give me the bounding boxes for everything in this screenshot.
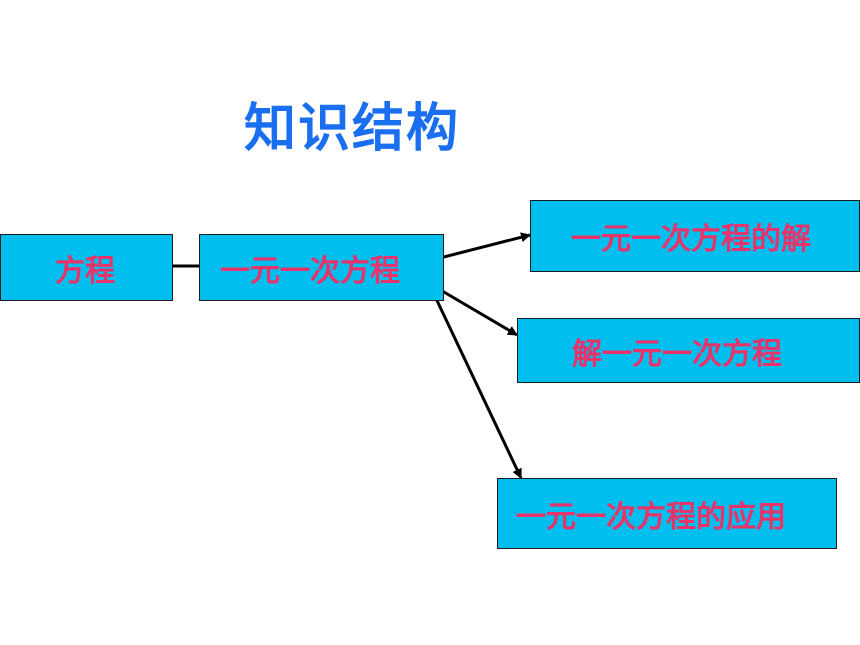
node-equation: 方程 xyxy=(0,234,173,301)
node-solution-label: 一元一次方程的解 xyxy=(571,222,811,257)
node-solution: 一元一次方程的解 xyxy=(530,200,860,272)
page-title: 知识结构 xyxy=(244,99,461,159)
arrow-to-application xyxy=(430,289,523,479)
arrow-to-solving xyxy=(431,283,518,337)
node-linear-equation-label: 一元一次方程 xyxy=(220,253,400,289)
arrow-to-solution xyxy=(431,232,531,262)
node-solving-label: 解一元一次方程 xyxy=(572,336,782,372)
node-linear-equation: 一元一次方程 xyxy=(199,234,444,301)
node-solving: 解一元一次方程 xyxy=(517,318,860,383)
node-application-label: 一元一次方程的应用 xyxy=(516,499,786,535)
node-application: 一元一次方程的应用 xyxy=(497,478,837,549)
node-equation-label: 方程 xyxy=(55,253,115,289)
